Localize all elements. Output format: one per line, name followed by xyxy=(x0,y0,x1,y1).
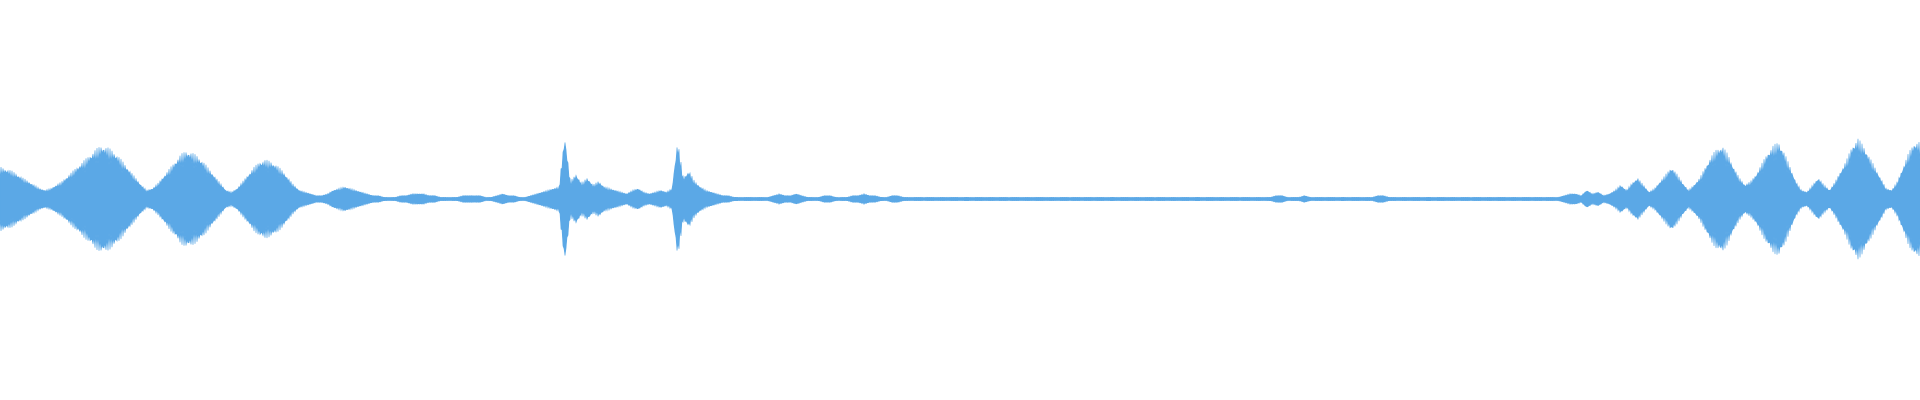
audio-waveform[interactable] xyxy=(0,0,1920,400)
waveform-canvas[interactable] xyxy=(0,0,1920,400)
